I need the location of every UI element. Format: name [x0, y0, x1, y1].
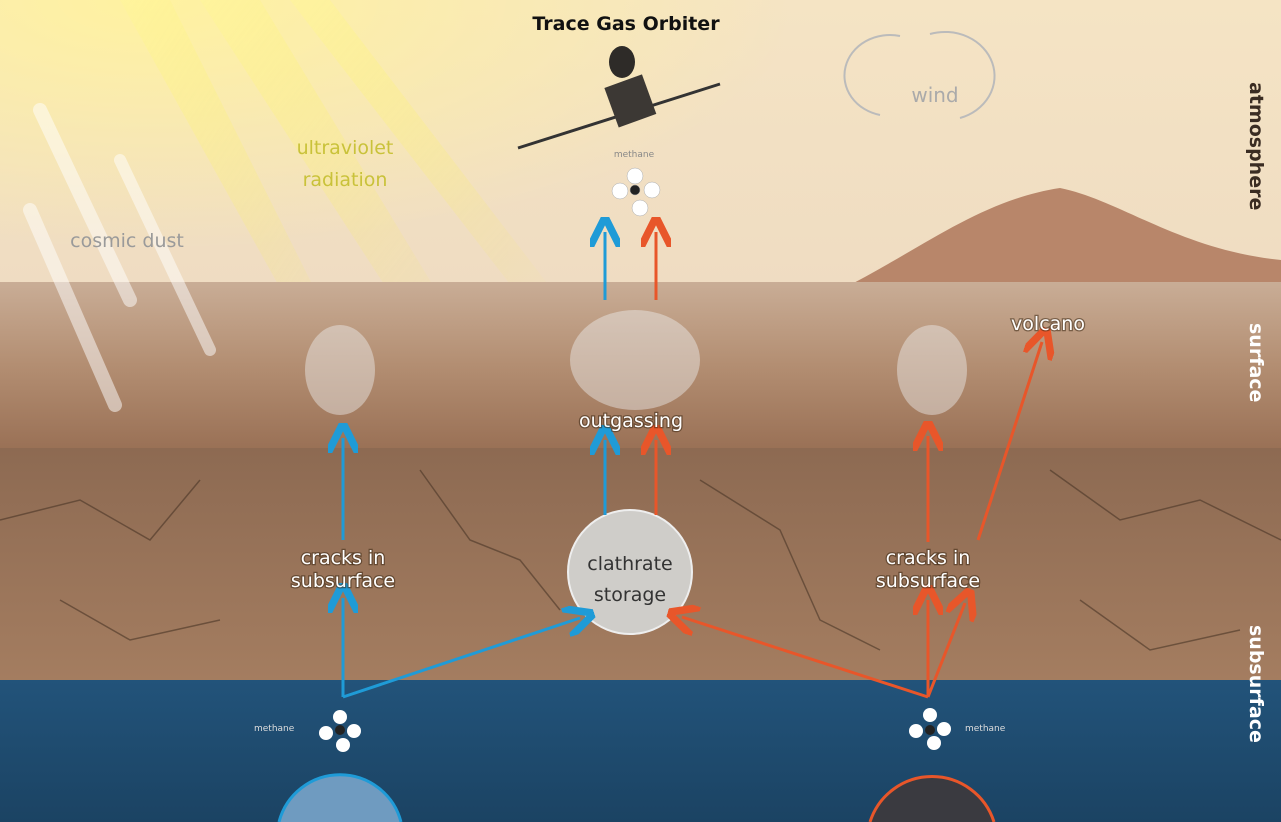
layer-label-atmosphere: atmosphere: [1245, 82, 1267, 210]
layer-label-subsurface: subsurface: [1245, 625, 1267, 743]
methane-molecule-icon-top: [611, 167, 661, 217]
microbes-circle: [277, 773, 403, 822]
uv-label-line1: ultraviolet: [297, 137, 394, 159]
clathrate-storage-circle: [567, 509, 693, 635]
cosmic-dust-streaks: [23, 103, 216, 412]
cracks-right-line1: cracks in: [886, 547, 971, 569]
wind-label: wind: [911, 83, 958, 107]
deep-layer: [0, 680, 1281, 822]
volcano-label: volcano: [1011, 313, 1085, 335]
cracks: [0, 469, 1281, 651]
cracks-left-line2: subsurface: [291, 570, 395, 592]
surface-layer: [0, 282, 1281, 448]
orbiter-title: Trace Gas Orbiter: [532, 13, 720, 35]
methane-molecule-icon-right: [909, 708, 951, 750]
cracks-right-line2: subsurface: [876, 570, 980, 592]
methane-molecule-icon-left: [319, 710, 361, 752]
layer-label-surface: surface: [1245, 323, 1267, 402]
cosmic-dust-label: cosmic dust: [70, 230, 184, 252]
rock-circle: [868, 775, 996, 822]
clathrate-label-line1: clathrate: [587, 553, 672, 575]
cracks-left-line1: cracks in: [301, 547, 386, 569]
outgassing-plumes: [305, 310, 967, 415]
sunbeams: [120, 0, 560, 360]
wind-icon: [843, 30, 996, 119]
mountain: [840, 188, 1281, 310]
methane-left-label: methane: [254, 724, 295, 734]
trace-gas-orbiter-spacecraft: [517, 46, 721, 150]
biological-pathway-arrows: [343, 232, 605, 699]
outgassing-label: outgassing: [579, 410, 683, 432]
methane-right-label: methane: [965, 724, 1006, 734]
geological-pathway-arrows: [656, 232, 1042, 699]
clathrate-label-line2: storage: [594, 584, 666, 606]
methane-top-label: methane: [614, 150, 655, 160]
uv-label-line2: radiation: [303, 169, 388, 191]
